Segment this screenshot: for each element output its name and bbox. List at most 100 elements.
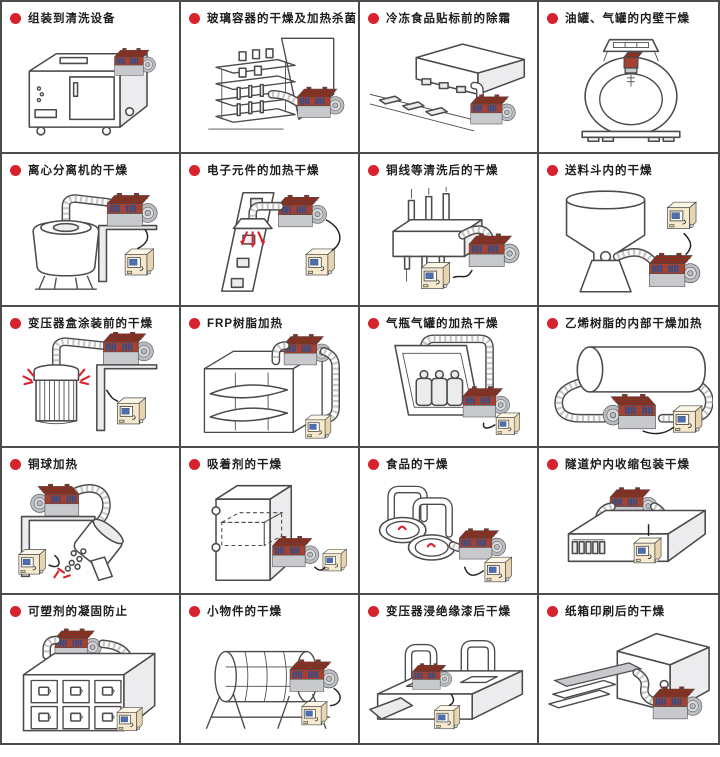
pipe — [413, 498, 452, 543]
application-header: 玻璃容器的干燥及加热杀菌 — [189, 9, 356, 27]
application-label: 隧道炉内收缩包装干燥 — [565, 459, 690, 471]
illustration-copper-wire-block — [392, 186, 532, 289]
hose — [421, 335, 493, 388]
application-header: 铜线等清洗后的干燥 — [368, 161, 532, 179]
controller-unit — [116, 707, 143, 732]
controller-unit — [305, 414, 332, 439]
illustration-copper-ball-drum — [18, 484, 124, 582]
application-header: 组装到清洗设备 — [10, 9, 174, 27]
application-header: 送料斗内的干燥 — [547, 161, 713, 179]
hose — [555, 379, 604, 422]
glass-cups — [236, 48, 274, 117]
illustration-tunnel-oven — [567, 473, 706, 564]
illustration-plasticizer-cabinet — [22, 620, 156, 732]
application-cell: 吸着剂的干燥 — [181, 448, 360, 595]
bullet-icon — [189, 458, 200, 470]
application-label: 小物件的干燥 — [207, 606, 282, 618]
controller-unit — [484, 556, 512, 583]
application-header: 油罐、气罐的内壁干燥 — [547, 9, 713, 27]
controller-unit — [495, 412, 520, 436]
bullet-icon — [368, 458, 379, 470]
bullet-icon — [547, 458, 558, 470]
application-header: 冷冻食品贴标前的除霜 — [368, 9, 532, 27]
bullet-icon — [10, 164, 21, 176]
hose — [323, 348, 339, 422]
heater-unit — [459, 529, 505, 560]
application-cell: 乙烯树脂的内部干燥加热 — [539, 307, 718, 448]
bullet-icon — [547, 12, 558, 24]
heater-unit — [469, 234, 519, 267]
application-header: 离心分离机的干燥 — [10, 161, 174, 179]
sample-cups — [30, 679, 122, 730]
application-header: 电子元件的加热干燥 — [189, 161, 353, 179]
illustration-electronic-components — [221, 191, 341, 292]
power-wire — [48, 554, 60, 568]
application-cell: 铜线等清洗后的干燥 — [360, 154, 539, 307]
application-header: 可塑剂的凝固防止 — [10, 602, 174, 620]
application-cell: 小物件的干燥 — [181, 595, 360, 743]
controller-unit — [124, 248, 154, 276]
application-cell: 玻璃容器的干燥及加热杀菌 — [181, 2, 360, 154]
hose — [249, 203, 283, 222]
application-label: 离心分离机的干燥 — [28, 165, 128, 177]
heater-unit — [649, 253, 700, 286]
application-header: 乙烯树脂的内部干燥加热 — [547, 314, 713, 332]
hose — [74, 485, 110, 525]
application-label: 气瓶气罐的加热干燥 — [386, 318, 499, 330]
illustration-centrifugal-separator — [32, 179, 158, 290]
application-cell: 冷冻食品贴标前的除霜 — [360, 2, 539, 154]
application-cell: 变压器浸绝缘漆后干燥 — [360, 595, 539, 743]
hose — [272, 342, 286, 361]
application-label: 铜球加热 — [28, 459, 78, 471]
controller-unit — [322, 548, 347, 572]
hose — [635, 670, 661, 704]
application-header: 吸着剂的干燥 — [189, 455, 353, 473]
bullet-icon — [368, 317, 379, 329]
copper-balls — [64, 548, 87, 572]
heater-unit — [107, 193, 157, 226]
application-cell: 电子元件的加热干燥 — [181, 154, 360, 307]
application-header: 食品的干燥 — [368, 455, 532, 473]
bullet-icon — [10, 458, 21, 470]
heater-unit — [273, 536, 319, 567]
application-label: 玻璃容器的干燥及加热杀菌 — [207, 13, 357, 25]
application-header: 变压器浸绝缘漆后干燥 — [368, 602, 532, 620]
bullet-icon — [189, 605, 200, 617]
application-cell: 送料斗内的干燥 — [539, 154, 718, 307]
bullet-icon — [547, 317, 558, 329]
application-label: 吸着剂的干燥 — [207, 459, 282, 471]
controller-unit — [672, 405, 703, 433]
power-wire — [463, 566, 485, 576]
hose — [269, 91, 300, 105]
controller-unit — [305, 248, 335, 276]
application-label: 变压器盒涂装前的干燥 — [28, 318, 153, 330]
bullet-icon — [10, 605, 21, 617]
application-label: 纸箱印刷后的干燥 — [565, 606, 665, 618]
shrink-wrap-bottles — [571, 539, 606, 555]
illustration-transformer-box — [22, 332, 158, 432]
illustration-gas-cylinders — [394, 334, 520, 436]
heater-unit — [103, 332, 153, 364]
pipe — [388, 487, 427, 529]
application-cell: 气瓶气罐的加热干燥 — [360, 307, 539, 448]
application-cell: 纸箱印刷后的干燥 — [539, 595, 718, 743]
bullet-icon — [189, 12, 200, 24]
power-wire — [325, 219, 341, 252]
application-cell: 食品的干燥 — [360, 448, 539, 595]
application-cell: 铜球加热 — [2, 448, 181, 595]
illustration-cleaning-equipment — [28, 27, 174, 136]
application-cell: 可塑剂的凝固防止 — [2, 595, 181, 743]
bullet-icon — [547, 164, 558, 176]
controller-unit — [301, 701, 328, 726]
bullet-icon — [368, 605, 379, 617]
illustration-glass-container-rack — [208, 37, 353, 130]
application-label: 可塑剂的凝固防止 — [28, 606, 128, 618]
controller-unit — [633, 537, 662, 564]
heater-unit — [278, 195, 326, 227]
heater-unit — [31, 484, 79, 516]
application-label: 铜线等清洗后的干燥 — [386, 165, 499, 177]
power-wire — [105, 389, 119, 403]
power-wire — [683, 232, 692, 256]
application-label: 冷冻食品贴标前的除霜 — [386, 13, 511, 25]
